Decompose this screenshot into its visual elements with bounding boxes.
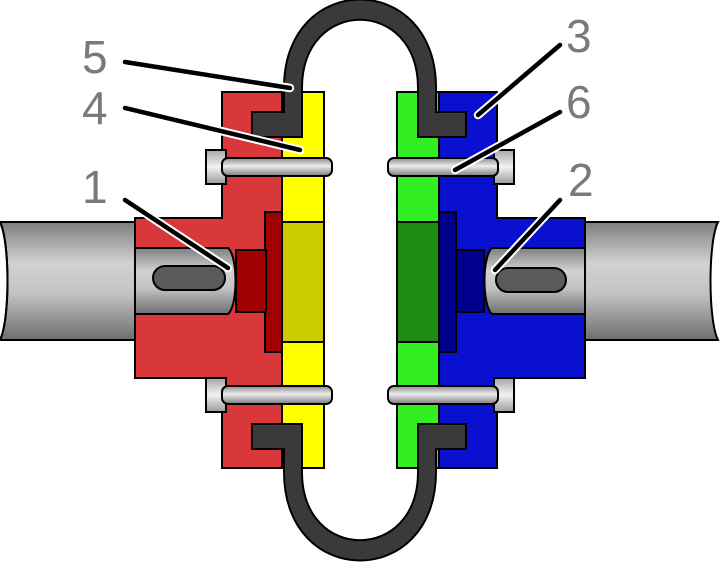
callout-3: 3: [566, 10, 592, 62]
rubber-tire-element: [251, 0, 467, 562]
callout-1: 1: [82, 161, 108, 213]
leader-5: [122, 59, 293, 91]
callout-5: 5: [82, 31, 108, 83]
leader-6: [452, 109, 563, 173]
leader-3: [475, 42, 563, 118]
leader-4: [122, 105, 303, 153]
left-clamp-plate: [281, 91, 325, 469]
callout-6: 6: [566, 76, 592, 128]
left-shaft: [0, 221, 136, 341]
right-clamp-plate: [396, 91, 440, 469]
lower-right-bolt: [387, 377, 515, 413]
callout-4: 4: [82, 82, 108, 134]
right-shaft-journal: [483, 247, 586, 315]
leader-lines: [120, 40, 565, 275]
left-shaft-keyway: [152, 265, 226, 291]
leader-1: [122, 197, 231, 271]
callout-2: 2: [568, 154, 594, 206]
right-shaft-keyway: [495, 267, 567, 293]
leader-2: [492, 197, 563, 273]
lower-left-bolt: [205, 377, 333, 413]
left-shaft-journal: [134, 247, 237, 315]
right-shaft: [584, 221, 720, 341]
upper-left-bolt: [205, 149, 333, 185]
